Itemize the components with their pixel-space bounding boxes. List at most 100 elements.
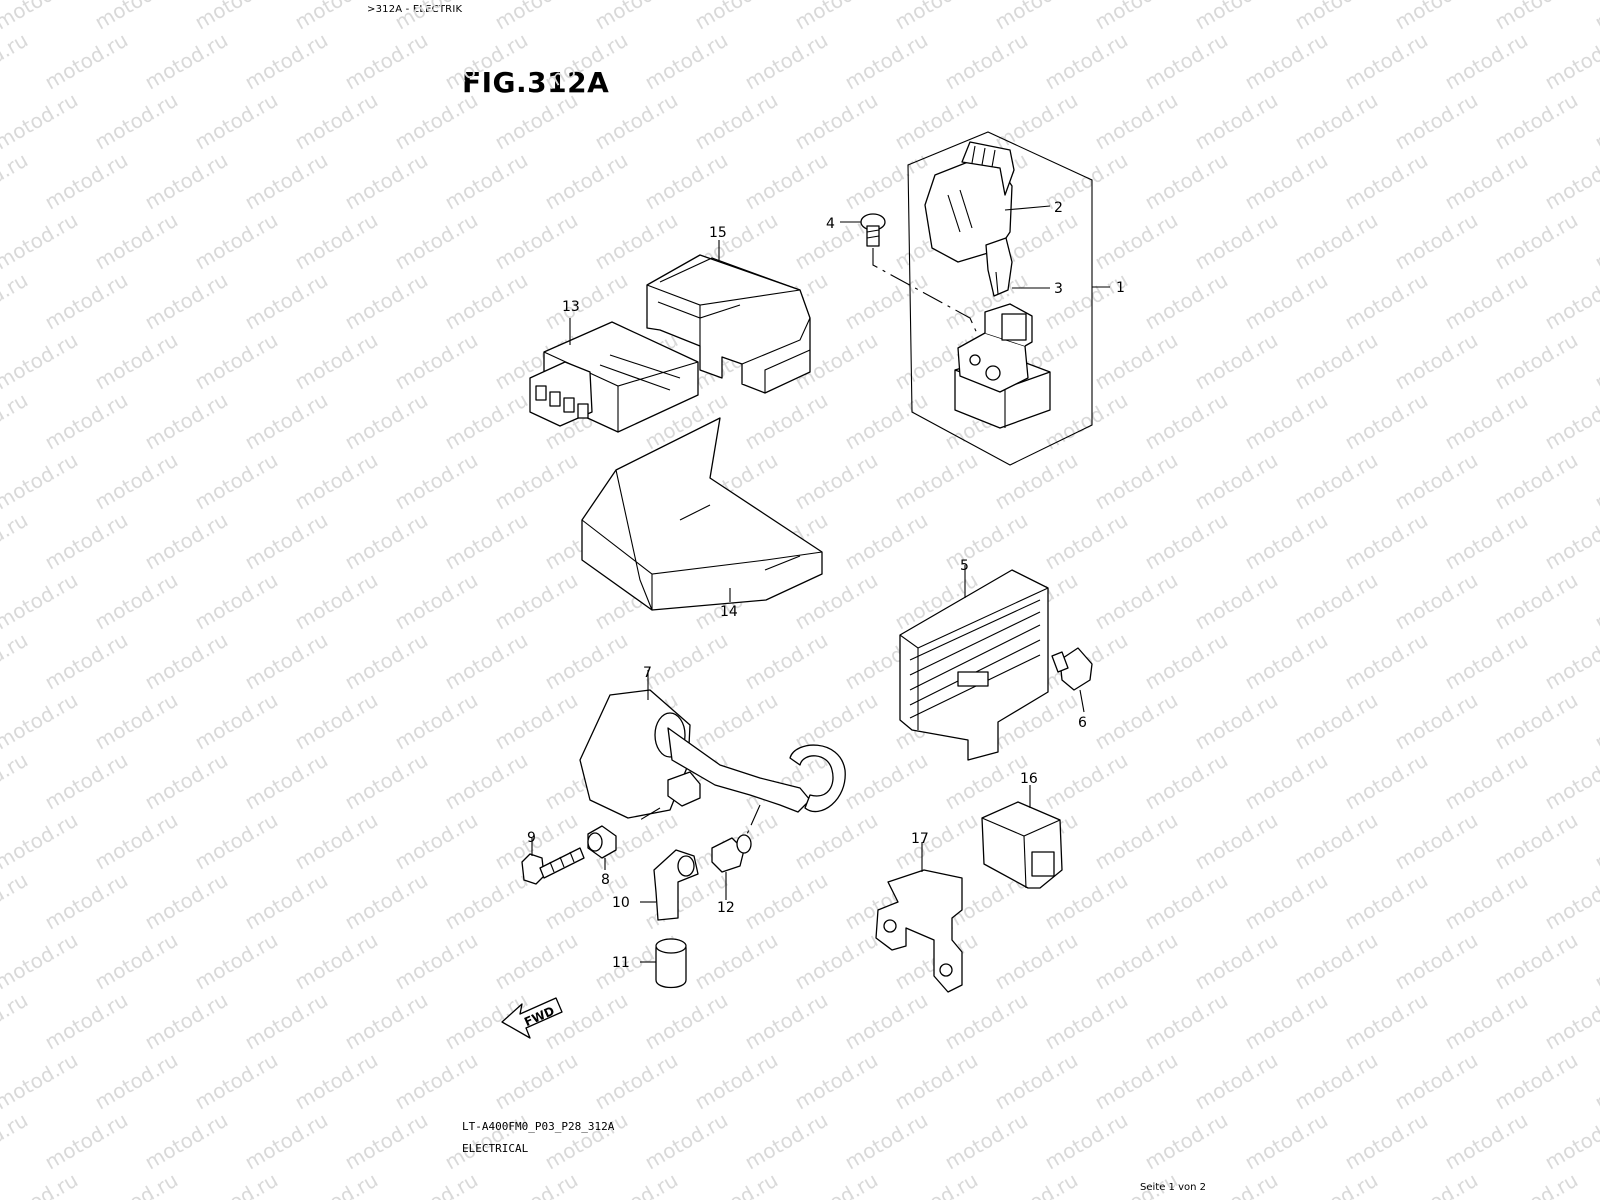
- part-7-ignition-coil: [579, 670, 846, 851]
- watermark-text: motod.ru: [1191, 88, 1282, 155]
- part-4-screw: [840, 213, 981, 341]
- watermark-text: motod.ru: [341, 28, 432, 95]
- watermark-text: motod.ru: [0, 688, 82, 755]
- watermark-text: motod.ru: [491, 0, 582, 34]
- watermark-text: motod.ru: [941, 988, 1032, 1055]
- watermark-text: motod.ru: [991, 928, 1082, 995]
- watermark-text: motod.ru: [941, 508, 1032, 575]
- watermark-text: motod.ru: [241, 988, 332, 1055]
- watermark-text: motod.ru: [741, 28, 832, 95]
- watermark-text: motod.ru: [191, 448, 282, 515]
- part-9-bolt: [521, 838, 585, 885]
- watermark-text: motod.ru: [1441, 868, 1532, 935]
- watermark-text: motod.ru: [841, 268, 932, 335]
- breadcrumb: >312A - ELECTRIK: [367, 4, 463, 15]
- watermark-text: motod.ru: [791, 88, 882, 155]
- watermark-text: motod.ru: [1391, 808, 1482, 875]
- watermark-text: motod.ru: [1391, 0, 1482, 34]
- watermark-text: motod.ru: [141, 988, 232, 1055]
- watermark-text: motod.ru: [141, 148, 232, 215]
- watermark-text: motod.ru: [391, 808, 482, 875]
- watermark-text: motod.ru: [1541, 388, 1600, 455]
- watermark-text: motod.ru: [641, 988, 732, 1055]
- watermark-text: motod.ru: [41, 28, 132, 95]
- watermark-text: motod.ru: [341, 508, 432, 575]
- watermark-text: motod.ru: [1441, 988, 1532, 1055]
- watermark-text: motod.ru: [1041, 868, 1132, 935]
- watermark-text: motod.ru: [91, 568, 182, 635]
- watermark-text: motod.ru: [1291, 208, 1382, 275]
- watermark-text: motod.ru: [1241, 388, 1332, 455]
- watermark-text: motod.ru: [1441, 628, 1532, 695]
- watermark-text: motod.ru: [1541, 508, 1600, 575]
- watermark-text: motod.ru: [991, 448, 1082, 515]
- watermark-text: motod.ru: [1041, 28, 1132, 95]
- starter-relay-body: [954, 303, 1051, 429]
- watermark-text: motod.ru: [291, 448, 382, 515]
- watermark-text: motod.ru: [1391, 1168, 1482, 1200]
- watermark-text: motod.ru: [1341, 628, 1432, 695]
- watermark-text: motod.ru: [0, 328, 82, 395]
- watermark-text: motod.ru: [141, 868, 232, 935]
- watermark-text: motod.ru: [1241, 988, 1332, 1055]
- part-6-bolt: [1051, 647, 1093, 713]
- watermark-text: motod.ru: [0, 568, 82, 635]
- watermark-text: motod.ru: [1291, 1168, 1382, 1200]
- watermark-text: motod.ru: [1091, 88, 1182, 155]
- watermark-text: motod.ru: [841, 508, 932, 575]
- watermark-text: motod.ru: [91, 448, 182, 515]
- watermark-text: motod.ru: [441, 628, 532, 695]
- watermark-text: motod.ru: [291, 0, 382, 34]
- watermark-text: motod.ru: [1591, 1168, 1600, 1200]
- watermark-text: motod.ru: [141, 28, 232, 95]
- watermark-text: motod.ru: [1191, 1048, 1282, 1115]
- watermark-text: motod.ru: [891, 448, 982, 515]
- watermark-text: motod.ru: [241, 148, 332, 215]
- watermark-text: motod.ru: [391, 688, 482, 755]
- watermark-text: motod.ru: [1441, 148, 1532, 215]
- watermark-text: motod.ru: [191, 1168, 282, 1200]
- watermark-text: motod.ru: [341, 148, 432, 215]
- callout-labels: 1 2 3 4 5 6 7 8 9 10 11 12 13 14 15 16 1…: [527, 200, 1125, 971]
- watermark-text: motod.ru: [691, 1168, 782, 1200]
- watermark-text: motod.ru: [291, 928, 382, 995]
- watermark-text: motod.ru: [141, 1108, 232, 1175]
- watermark-text: motod.ru: [141, 508, 232, 575]
- watermark-text: motod.ru: [1041, 748, 1132, 815]
- watermark-text: motod.ru: [0, 388, 32, 455]
- watermark-text: motod.ru: [191, 88, 282, 155]
- part-3-fuse: [985, 237, 1050, 297]
- watermark-text: motod.ru: [1291, 88, 1382, 155]
- watermark-text: motod.ru: [91, 88, 182, 155]
- watermark-text: motod.ru: [1391, 208, 1482, 275]
- watermark-text: motod.ru: [1341, 268, 1432, 335]
- watermark-text: motod.ru: [541, 148, 632, 215]
- watermark-text: motod.ru: [0, 88, 82, 155]
- callout-13: 13: [562, 299, 580, 315]
- watermark-text: motod.ru: [791, 0, 882, 34]
- watermark-text: motod.ru: [1491, 568, 1582, 635]
- watermark-text: motod.ru: [1141, 268, 1232, 335]
- watermark-text: motod.ru: [441, 388, 532, 455]
- watermark-text: motod.ru: [1591, 88, 1600, 155]
- watermark-text: motod.ru: [891, 0, 982, 34]
- watermark-text: motod.ru: [1191, 208, 1282, 275]
- watermark-text: motod.ru: [1391, 448, 1482, 515]
- watermark-text: motod.ru: [741, 628, 832, 695]
- watermark-text: motod.ru: [541, 988, 632, 1055]
- watermark-text: motod.ru: [241, 268, 332, 335]
- watermark-text: motod.ru: [141, 268, 232, 335]
- watermark-text: motod.ru: [341, 1108, 432, 1175]
- watermark-text: motod.ru: [491, 928, 582, 995]
- callout-1: 1: [1116, 280, 1125, 296]
- watermark-text: motod.ru: [391, 448, 482, 515]
- watermark-text: motod.ru: [491, 688, 582, 755]
- watermark-text: motod.ru: [1391, 328, 1482, 395]
- part-8-collar: [587, 825, 617, 870]
- watermark-text: motod.ru: [41, 628, 132, 695]
- watermark-text: motod.ru: [141, 748, 232, 815]
- watermark-text: motod.ru: [591, 208, 682, 275]
- watermark-text: motod.ru: [1091, 208, 1182, 275]
- watermark-text: motod.ru: [1291, 568, 1382, 635]
- watermark-text: motod.ru: [1091, 928, 1182, 995]
